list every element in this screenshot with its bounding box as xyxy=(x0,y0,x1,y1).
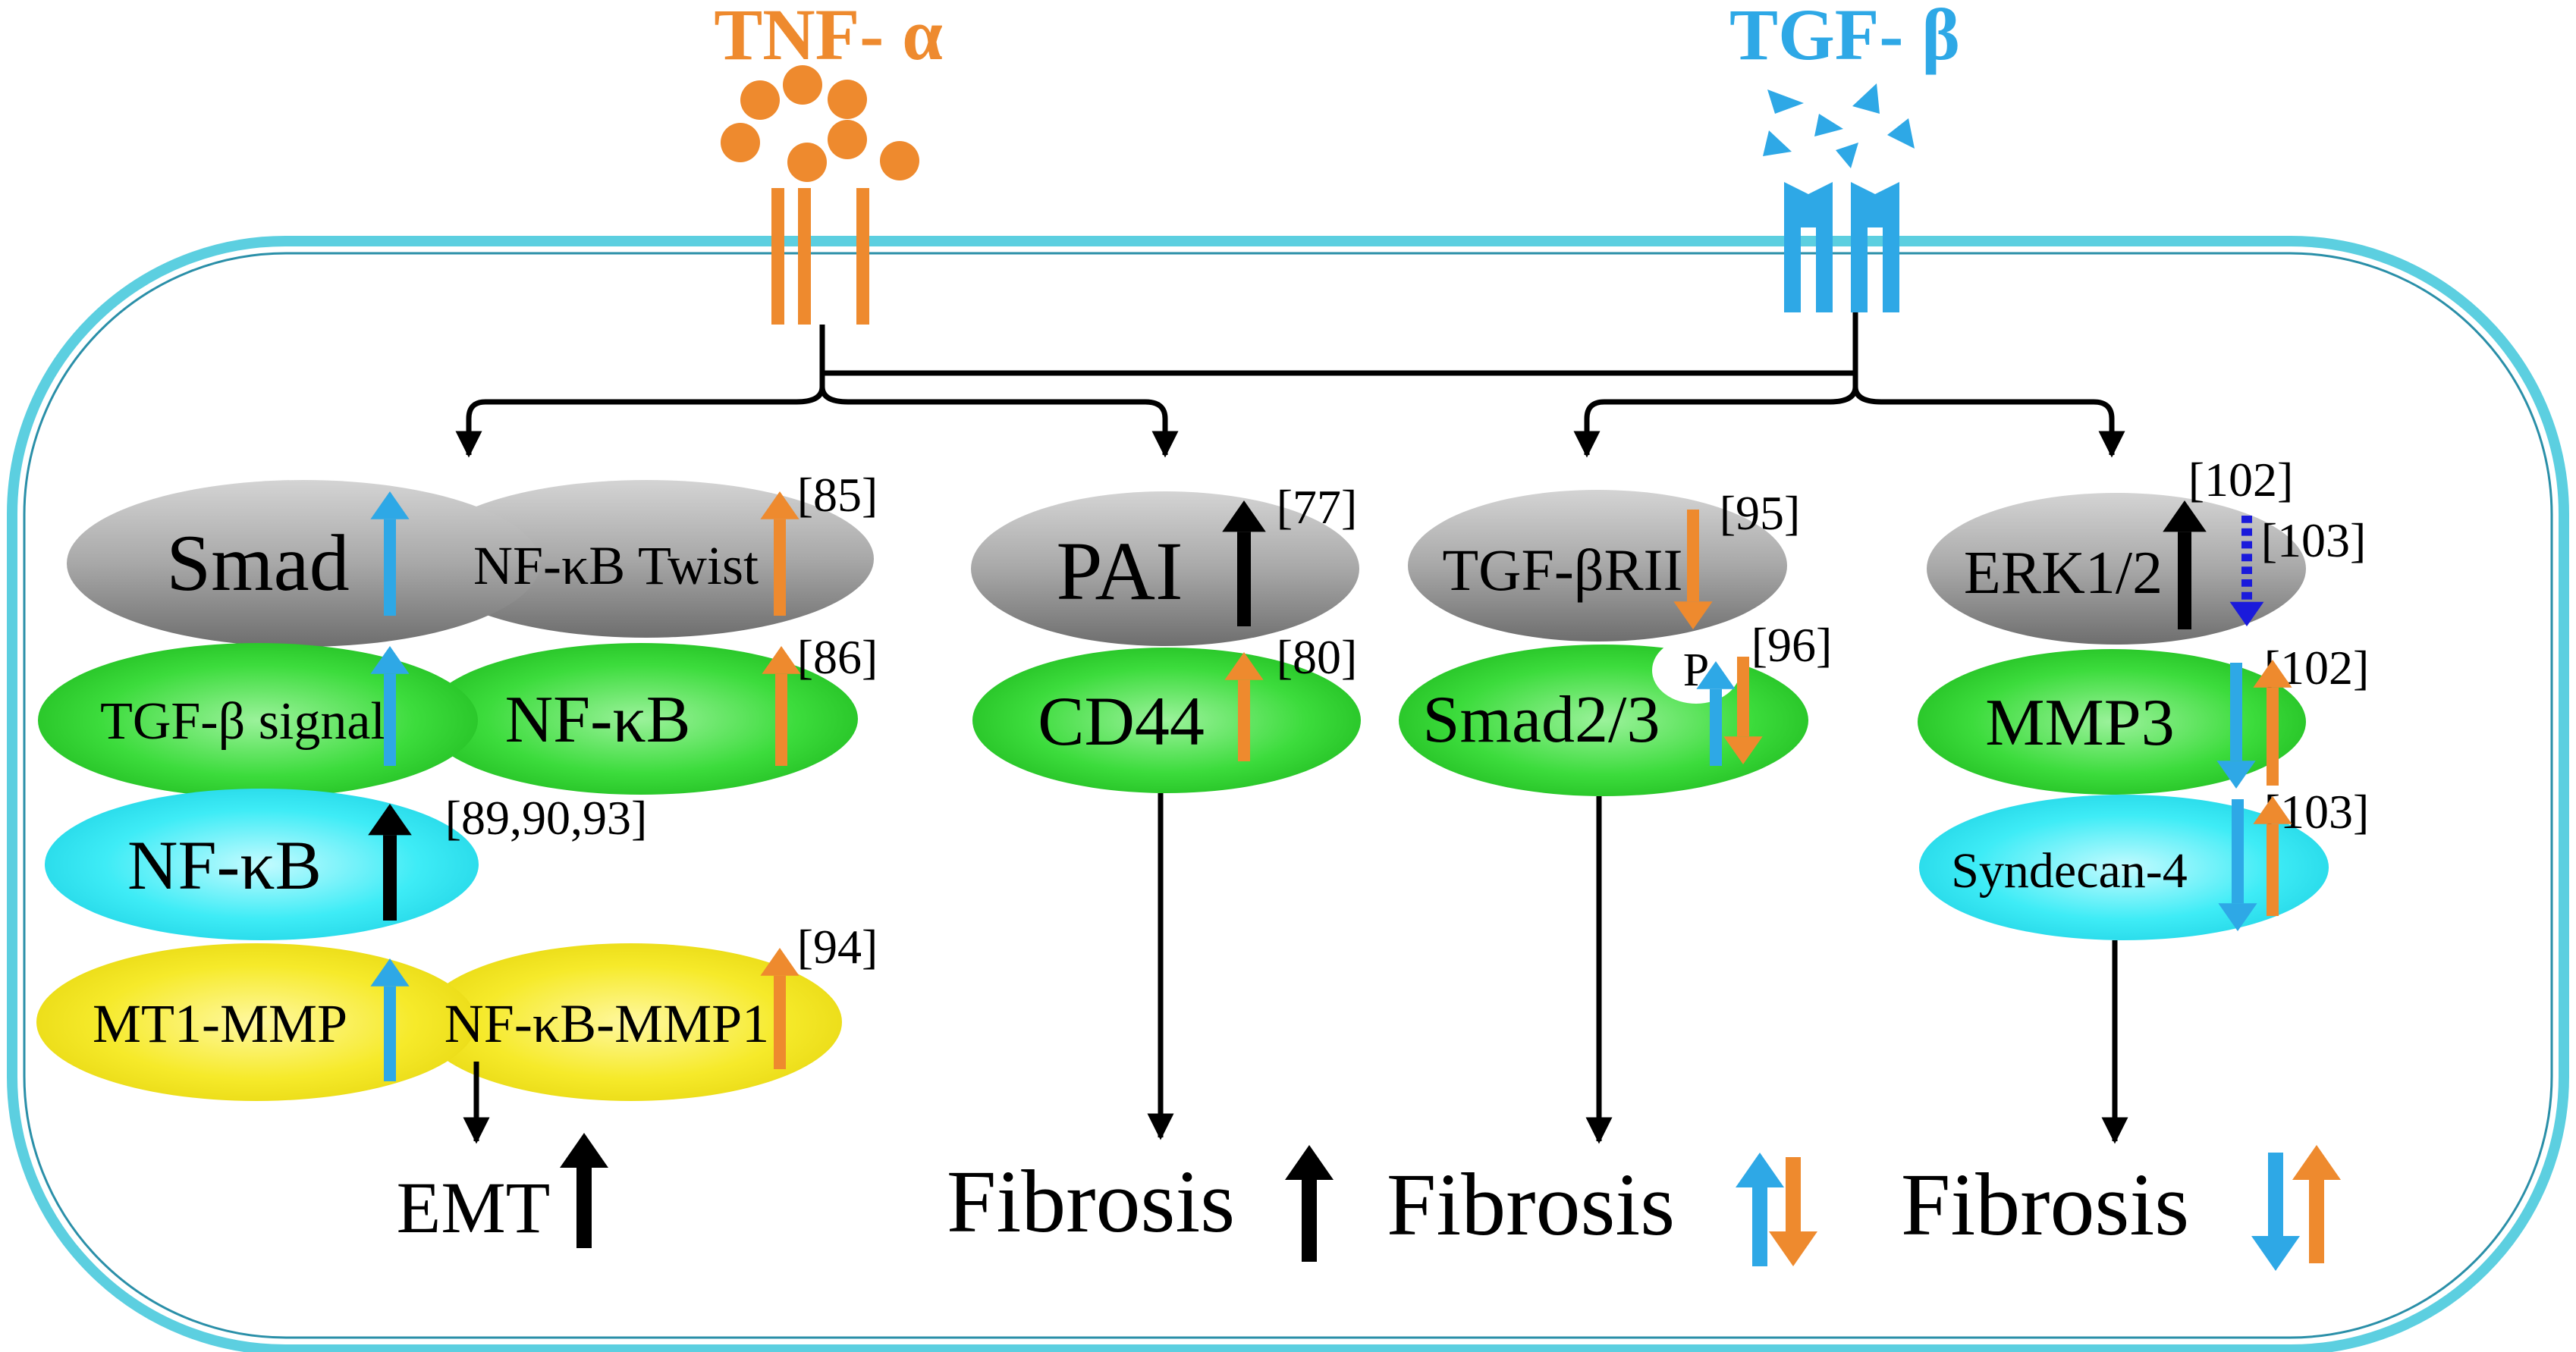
tgfb-signal-node xyxy=(38,643,478,798)
ref-77: [77] xyxy=(1277,480,1358,534)
tgf-beta-label: TGF- β xyxy=(1729,0,1960,75)
smad-label: Smad xyxy=(166,519,349,607)
ref-86: [86] xyxy=(797,630,878,684)
ref-85: [85] xyxy=(797,468,878,522)
tnf-receptor-icon xyxy=(771,188,869,325)
pai-up-arrow xyxy=(1222,500,1266,626)
ref-95: [95] xyxy=(1720,486,1801,540)
mmp3-down-arrow xyxy=(2216,663,2256,789)
erk-label: ERK1/2 xyxy=(1964,540,2163,607)
mmp3-label: MMP3 xyxy=(1985,686,2174,760)
nfkb-green-label: NF-κB xyxy=(505,683,691,757)
erk-down-dashed-arrow xyxy=(2229,516,2264,626)
erk-node xyxy=(1927,493,2306,645)
emt-up-arrow xyxy=(560,1133,608,1248)
nfkb-mmp1-label: NF-κB-MMP1 xyxy=(445,993,769,1054)
column2-fibrosis-up-arrow xyxy=(1285,1145,1334,1262)
ref-96: [96] xyxy=(1751,618,1833,672)
smad23-down-arrow xyxy=(1723,657,1763,764)
mt1-mmp-label: MT1-MMP xyxy=(93,993,347,1054)
smad23-up-arrow xyxy=(1696,661,1736,766)
cd44-label: CD44 xyxy=(1038,682,1205,760)
column4-fibrosis-down-arrow xyxy=(2251,1153,2300,1271)
ref-103-top: [103] xyxy=(2261,513,2367,567)
column3-fibrosis-up-arrow xyxy=(1736,1153,1784,1266)
nfkb-mmp1-node xyxy=(420,943,842,1101)
syndecan-label: Syndecan-4 xyxy=(1951,843,2188,899)
tnf-alpha-molecules-icon xyxy=(721,65,919,182)
cd44-node xyxy=(972,648,1361,793)
regulation-arrows xyxy=(368,491,2341,1271)
nfkb-twist-label: NF-κB Twist xyxy=(473,535,759,596)
column3-fibrosis-label: Fibrosis xyxy=(1387,1155,1675,1254)
nfkb-twist-up-arrow xyxy=(760,491,800,616)
emt-label: EMT xyxy=(397,1167,551,1248)
smad-up-arrow xyxy=(370,491,410,616)
tgfbrii-label: TGF-βRII xyxy=(1443,537,1683,603)
tnf-alpha-label: TNF- α xyxy=(714,0,943,75)
ref-102-top: [102] xyxy=(2188,453,2294,507)
erk-up-arrow xyxy=(2163,500,2207,629)
tgf-receptor-icon xyxy=(1784,182,1899,312)
nfkb-mmp1-up-arrow xyxy=(760,948,800,1069)
syndecan-up-arrow xyxy=(2253,796,2292,916)
tgfbrii-down-arrow xyxy=(1673,510,1713,629)
nfkb-green-up-arrow xyxy=(762,646,801,766)
ref-94: [94] xyxy=(797,920,878,974)
nfkb-cyan-label: NF-κB xyxy=(127,827,322,904)
ref-89-90-93: [89,90,93] xyxy=(445,791,648,845)
nfkb-twist-node xyxy=(419,480,874,638)
mmp3-up-arrow xyxy=(2253,660,2292,786)
smad23-label: Smad2/3 xyxy=(1423,683,1660,757)
column3-fibrosis-down-arrow xyxy=(1769,1157,1817,1266)
mmp3-node xyxy=(1918,649,2306,795)
nfkb-cyan-up-arrow xyxy=(368,804,412,921)
column2-fibrosis-label: Fibrosis xyxy=(947,1152,1235,1251)
nfkb-green-node xyxy=(424,643,858,795)
nfkb-cyan-node xyxy=(45,789,479,940)
column4-fibrosis-label: Fibrosis xyxy=(1901,1155,2189,1254)
column4-fibrosis-up-arrow xyxy=(2292,1145,2341,1263)
ref-80: [80] xyxy=(1277,630,1358,684)
pai-label: PAI xyxy=(1056,525,1183,617)
syndecan-down-arrow xyxy=(2218,799,2257,931)
cell-membrane-inner xyxy=(23,252,2553,1339)
signal-connectors xyxy=(455,312,2125,458)
tgf-beta-molecules-icon xyxy=(1763,83,1915,168)
smad-node xyxy=(67,480,540,647)
cd44-up-arrow xyxy=(1224,652,1264,761)
tgfb-signal-up-arrow xyxy=(370,646,410,766)
mt1-mmp-node xyxy=(36,943,476,1101)
tgfb-signal-label: TGF-β signal xyxy=(100,692,385,751)
mt1-mmp-up-arrow xyxy=(370,958,410,1081)
